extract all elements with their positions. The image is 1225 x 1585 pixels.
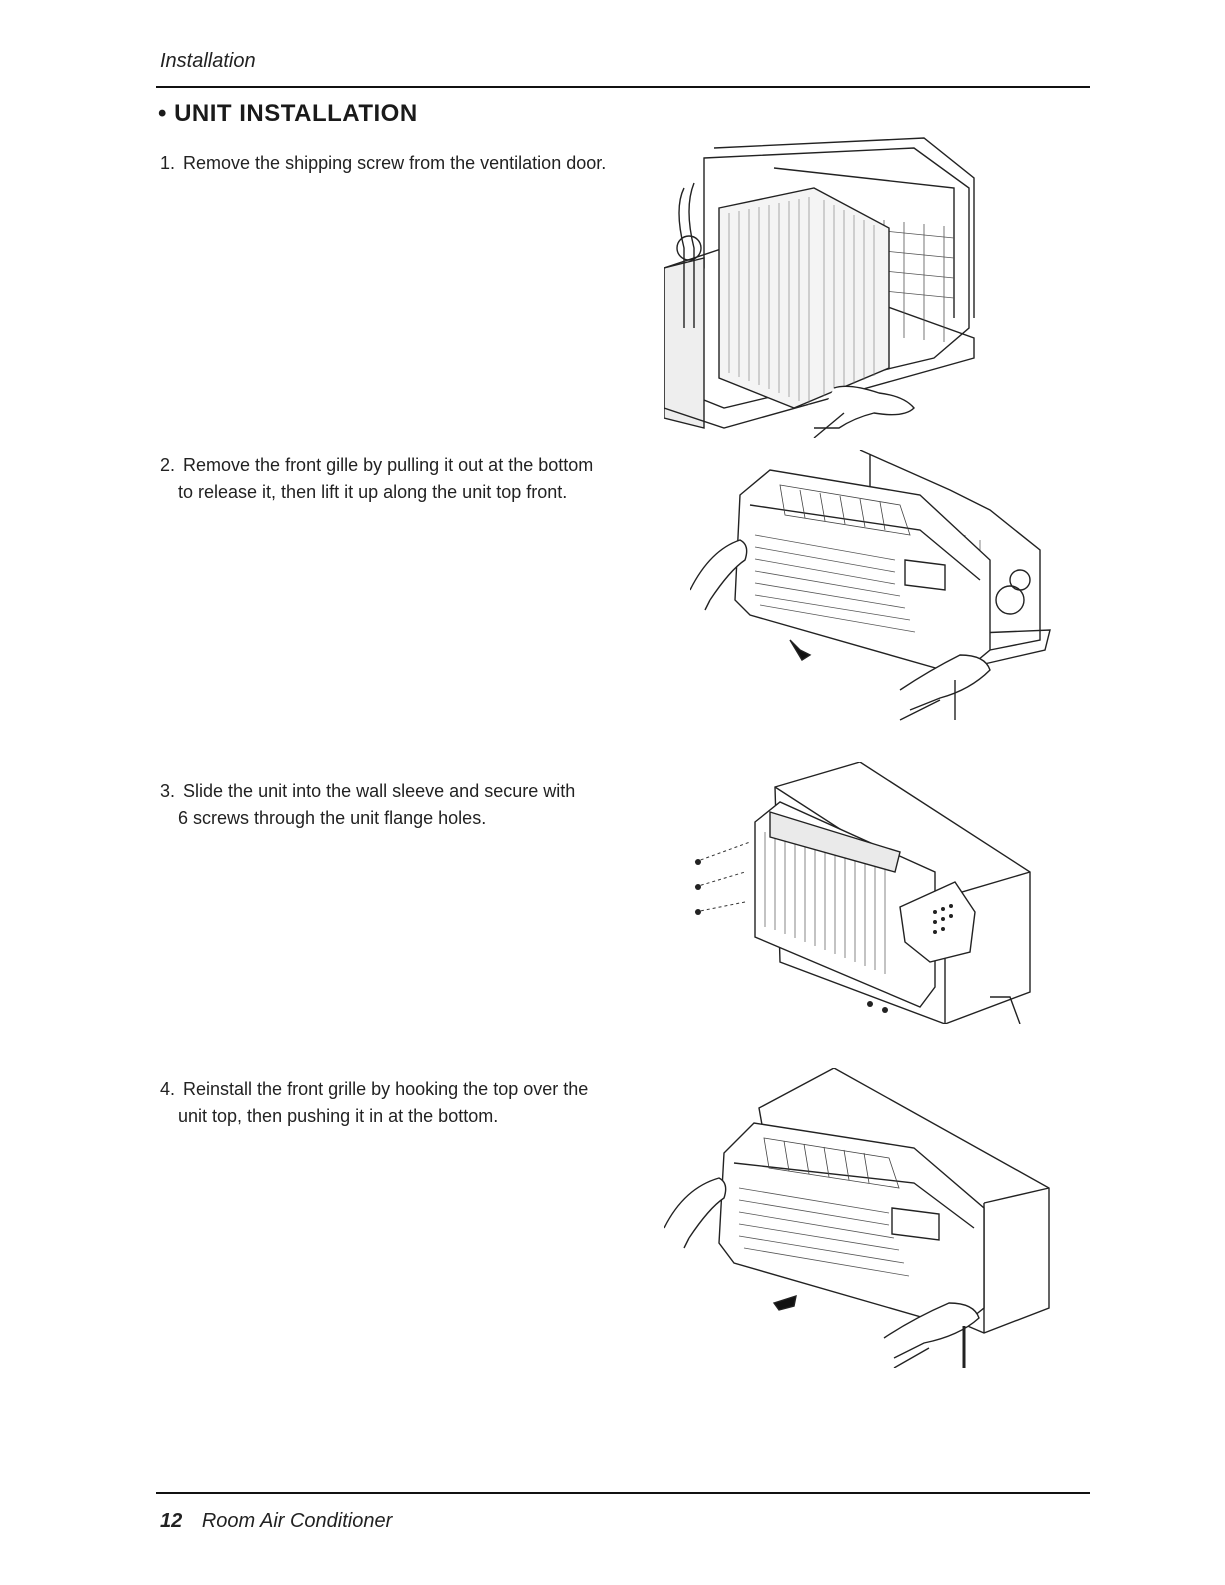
step-4-number: 4. bbox=[160, 1079, 176, 1099]
figure-1-chassis-illustration bbox=[664, 128, 994, 438]
step-2: 2. Remove the front gille by pulling it … bbox=[160, 452, 630, 506]
figure-3-sleeve-install-illustration bbox=[690, 762, 1035, 1024]
step-1: 1. Remove the shipping screw from the ve… bbox=[160, 150, 630, 177]
footer-rule bbox=[156, 1492, 1090, 1494]
step-3-text-line1: Slide the unit into the wall sleeve and … bbox=[183, 781, 576, 801]
header-rule bbox=[156, 86, 1090, 88]
step-4: 4. Reinstall the front grille by hooking… bbox=[160, 1076, 630, 1130]
footer: 12 Room Air Conditioner bbox=[160, 1510, 392, 1533]
header-section-label: Installation bbox=[160, 50, 256, 72]
step-3-text-line2: 6 screws through the unit flange holes. bbox=[178, 808, 487, 828]
step-4-text-line1: Reinstall the front grille by hooking th… bbox=[183, 1079, 589, 1099]
step-2-text-line2: to release it, then lift it up along the… bbox=[178, 482, 568, 502]
footer-doc-title: Room Air Conditioner bbox=[201, 1510, 393, 1532]
figure-2-grille-removal-illustration bbox=[690, 450, 1060, 725]
step-3: 3. Slide the unit into the wall sleeve a… bbox=[160, 778, 630, 832]
figure-4-grille-reinstall-illustration bbox=[664, 1068, 1059, 1368]
step-4-text-line2: unit top, then pushing it in at the bott… bbox=[178, 1106, 499, 1126]
step-2-text-line1: Remove the front gille by pulling it out… bbox=[183, 455, 594, 475]
step-1-number: 1. bbox=[160, 153, 176, 173]
step-2-number: 2. bbox=[160, 455, 176, 475]
step-3-number: 3. bbox=[160, 781, 176, 801]
page-number: 12 bbox=[160, 1510, 183, 1532]
step-1-text: Remove the shipping screw from the venti… bbox=[183, 153, 607, 173]
section-title: • UNIT INSTALLATION bbox=[158, 100, 418, 127]
